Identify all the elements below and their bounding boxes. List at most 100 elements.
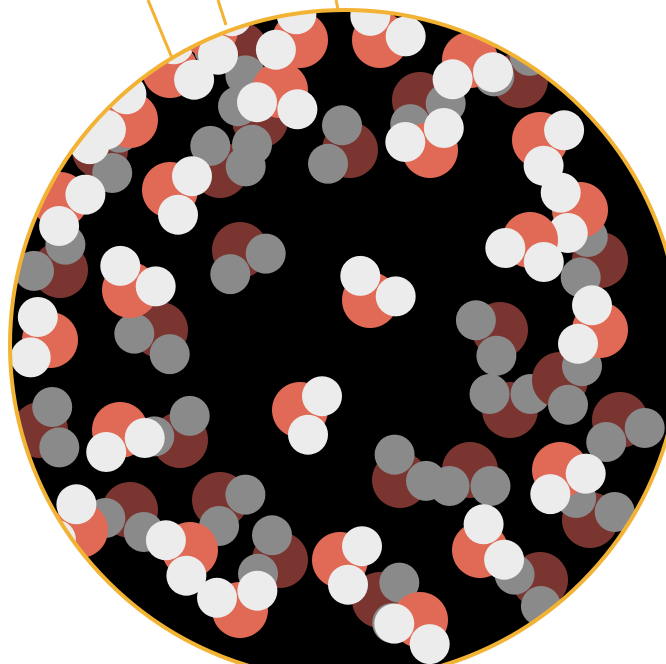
hydrogen-atom bbox=[544, 110, 585, 151]
hydrogen-atom bbox=[10, 337, 51, 378]
hydrogen-atom bbox=[322, 105, 362, 146]
background-water-molecule-9 bbox=[455, 300, 528, 376]
foreground-water-molecule-14 bbox=[10, 297, 78, 378]
hydrogen-atom bbox=[149, 334, 190, 375]
hydrogen-atom bbox=[484, 539, 525, 580]
hydrogen-atom bbox=[375, 276, 416, 317]
hydrogen-atom bbox=[429, 466, 470, 506]
hydrogen-atom bbox=[85, 109, 126, 150]
foreground-water-molecule-25 bbox=[340, 255, 416, 328]
foreground-water-molecule-0 bbox=[32, 172, 106, 246]
hydrogen-atom bbox=[308, 143, 348, 184]
hydrogen-atom bbox=[565, 453, 606, 494]
leader-line-1 bbox=[146, 0, 174, 59]
hydrogen-atom bbox=[172, 156, 212, 197]
foreground-water-molecule-19 bbox=[312, 526, 382, 605]
foreground-water-molecule-23 bbox=[558, 285, 628, 364]
hydrogen-atom bbox=[469, 374, 510, 414]
hydrogen-atom bbox=[14, 250, 54, 291]
hydrogen-atom bbox=[558, 323, 598, 364]
hydrogen-atom bbox=[586, 422, 627, 462]
hydrogen-atom bbox=[39, 427, 80, 468]
hydrogen-atom bbox=[92, 153, 133, 193]
hydrogen-atom bbox=[17, 297, 58, 337]
hydrogen-atom bbox=[277, 89, 318, 130]
hydrogen-atom bbox=[350, 10, 391, 36]
background-water-molecule-3 bbox=[210, 222, 286, 295]
hydrogen-atom bbox=[39, 206, 80, 246]
hydrogen-atom bbox=[252, 515, 292, 556]
foreground-water-molecule-21 bbox=[452, 504, 525, 580]
hydrogen-atom bbox=[523, 242, 564, 282]
hydrogen-atom bbox=[100, 245, 141, 286]
hydrogen-atom bbox=[166, 555, 207, 596]
foreground-water-molecule-12 bbox=[142, 156, 212, 235]
hydrogen-atom bbox=[174, 59, 215, 100]
background-water-molecule-11 bbox=[532, 346, 602, 425]
hydrogen-atom bbox=[124, 418, 165, 458]
hydrogen-atom bbox=[328, 564, 368, 605]
hydrogen-atom bbox=[473, 52, 513, 93]
foreground-water-molecule-5 bbox=[237, 62, 318, 130]
hydrogen-atom bbox=[385, 16, 426, 57]
background-water-molecule-6 bbox=[192, 472, 266, 546]
hydrogen-atom bbox=[65, 174, 106, 215]
hydrogen-atom bbox=[135, 266, 176, 307]
hydrogen-atom bbox=[342, 526, 382, 567]
leader-line-3 bbox=[334, 0, 340, 10]
background-water-molecule-20 bbox=[494, 552, 568, 626]
hydrogen-atom bbox=[145, 520, 186, 561]
hydrogen-atom bbox=[340, 255, 381, 296]
hydrogen-atom bbox=[530, 474, 571, 515]
foreground-water-molecule-20 bbox=[374, 592, 450, 664]
foreground-water-molecule-13 bbox=[100, 245, 176, 318]
hydrogen-atom bbox=[432, 59, 473, 100]
background-water-molecule-22 bbox=[586, 392, 665, 462]
hydrogen-atom bbox=[237, 82, 277, 123]
hydrogen-atom bbox=[455, 300, 496, 341]
hydrogen-atom bbox=[34, 103, 75, 144]
hydrogen-atom bbox=[86, 432, 127, 472]
magnified-view-border bbox=[8, 8, 666, 664]
foreground-water-molecule-10 bbox=[512, 110, 585, 186]
hydrogen-atom bbox=[540, 172, 581, 213]
hydrogen-atom bbox=[374, 434, 415, 475]
hydrogen-atom bbox=[485, 228, 526, 268]
hydrogen-atom bbox=[169, 395, 210, 436]
hydrogen-atom bbox=[572, 285, 612, 326]
background-water-molecule-4 bbox=[114, 302, 190, 375]
hydrogen-atom bbox=[470, 466, 511, 506]
hydrogen-atom bbox=[302, 376, 342, 417]
hydrogen-atom bbox=[237, 570, 278, 611]
hydrogen-atom bbox=[374, 603, 415, 644]
background-water-molecule-8 bbox=[429, 442, 511, 506]
leader-line-2 bbox=[216, 0, 228, 26]
hydrogen-atom bbox=[32, 387, 73, 427]
hydrogen-atom bbox=[210, 254, 251, 295]
foreground-water-molecule-15 bbox=[86, 402, 165, 472]
hydrogen-atom bbox=[476, 335, 517, 376]
foreground-water-molecule-17 bbox=[145, 520, 218, 596]
foreground-water-molecule-11 bbox=[540, 172, 608, 253]
hydrogen-atom bbox=[288, 414, 328, 455]
foreground-water-molecule-9 bbox=[385, 108, 464, 178]
foreground-water-molecule-7 bbox=[350, 10, 426, 68]
hydrogen-atom bbox=[225, 474, 266, 515]
foreground-water-molecule-26 bbox=[272, 376, 342, 455]
foreground-water-molecule-24 bbox=[485, 212, 564, 282]
background-water-molecule-10 bbox=[469, 374, 551, 438]
background-water-molecule-2 bbox=[308, 105, 378, 184]
hydrogen-atom bbox=[56, 484, 97, 525]
hydrogen-atom bbox=[255, 29, 296, 70]
foreground-water-molecule-18 bbox=[197, 570, 278, 638]
hydrogen-atom bbox=[463, 504, 504, 545]
hydrogen-atom bbox=[114, 313, 155, 354]
hydrogen-atom bbox=[245, 233, 286, 274]
hydrogen-atom bbox=[158, 194, 198, 235]
hydrogen-atom bbox=[594, 492, 635, 532]
hydrogen-atom bbox=[232, 124, 272, 165]
hydrogen-atom bbox=[35, 519, 76, 560]
hydrogen-atom bbox=[197, 577, 237, 618]
hydrogen-atom bbox=[423, 108, 464, 148]
